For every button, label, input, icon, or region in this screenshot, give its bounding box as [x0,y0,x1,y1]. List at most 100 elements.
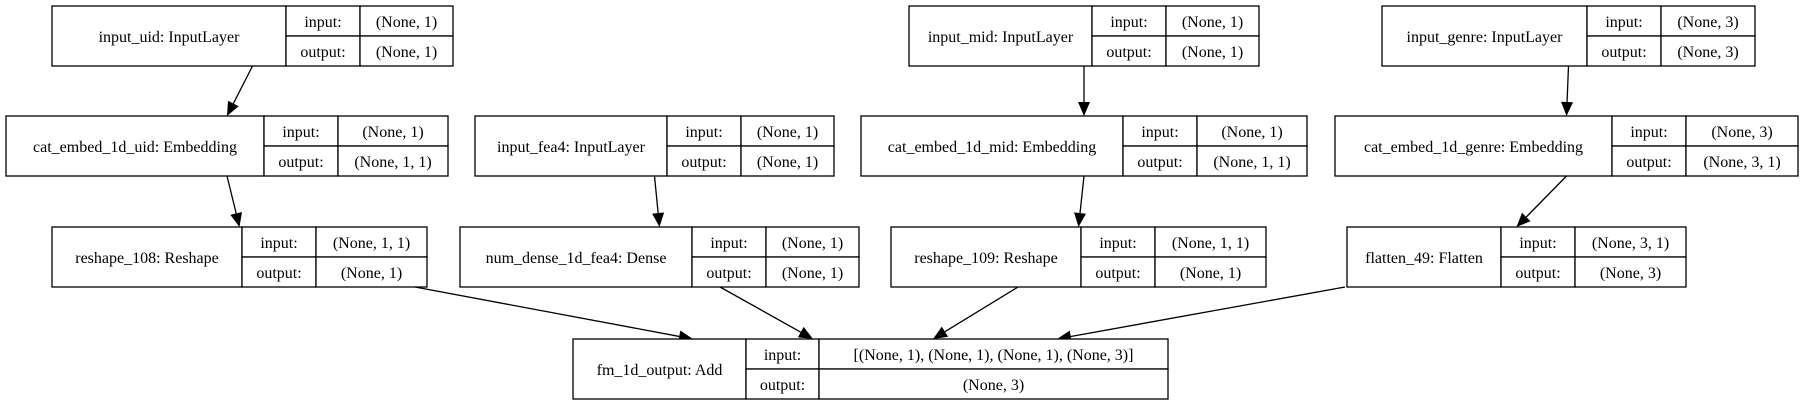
output-shape: (None, 3) [1677,44,1738,61]
input-shape-cell [1154,226,1267,258]
node-name-cell [890,226,1082,288]
output-label: output: [760,377,805,394]
output-label-cell [1586,35,1662,67]
output-shape: (None, 3) [1600,265,1661,282]
input-shape: (None, 1) [1182,14,1243,31]
input-shape: (None, 1) [1221,124,1282,141]
input-label-cell [1080,226,1156,258]
node-input-uid: input_uid: InputLayer input: output: (None,… [51,5,454,67]
input-label: input: [685,124,722,141]
edge-input-uid-to-cat-embed-1d-uid [227,65,254,116]
arrow-head-icon [1516,212,1531,227]
output-shape: (None, 3, 1) [1703,154,1780,171]
node-name-cell [5,115,265,177]
output-shape-cell [765,256,860,288]
output-label-cell [1611,145,1687,177]
output-label: output: [1515,265,1560,282]
input-shape-cell [1574,226,1687,258]
input-label: input: [304,14,341,31]
node-name-cell [908,5,1093,67]
node-cat-embed-1d-genre: cat_embed_1d_genre: Embedding input: outpu… [1334,115,1799,177]
arrow-head-icon [227,100,239,116]
output-shape-cell [337,145,449,177]
edge-input-fea4-to-num-dense-1d-fea4 [652,175,665,227]
node-name-cell [474,115,668,177]
output-shape: (None, 1) [376,44,437,61]
output-shape: (None, 3) [963,377,1024,394]
output-shape: (None, 1) [1182,44,1243,61]
node-name: reshape_108: Reshape [75,250,219,267]
output-shape-cell [1196,145,1308,177]
output-label: output: [256,265,301,282]
input-label: input: [1141,124,1178,141]
node-name: cat_embed_1d_genre: Embedding [1364,139,1583,156]
node-name-cell [51,226,243,288]
node-name-cell [459,226,693,288]
input-shape: (None, 3, 1) [1592,235,1669,252]
arrow-head-icon [933,326,949,339]
input-label: input: [1630,124,1667,141]
input-label-cell [666,115,742,147]
node-input-mid: input_mid: InputLayerinput:output:(None,… [908,5,1260,67]
input-shape: (None, 1) [376,14,437,31]
output-label-cell [1122,145,1198,177]
node-name: input_uid: InputLayer [99,29,241,46]
arrow-head-icon [652,212,665,227]
input-shape: [(None, 1), (None, 1), (None, 1), (None,… [854,347,1134,364]
edge-reshape-109-to-fm-1d-output [933,286,1019,339]
node-name-cell [860,115,1124,177]
output-shape: (None, 1, 1) [354,154,431,171]
input-shape: (None, 1) [757,124,818,141]
input-label: input: [764,347,801,364]
edge-cat-embed-1d-uid-to-reshape-108 [226,175,242,227]
input-shape-cell [765,226,860,258]
input-label: input: [260,235,297,252]
input-label: input: [1110,14,1147,31]
output-label-cell [263,145,339,177]
output-shape-cell [1574,256,1687,288]
input-shape: (None, 1, 1) [333,235,410,252]
input-label: input: [1519,235,1556,252]
output-label: output: [1095,265,1140,282]
output-label: output: [1626,154,1671,171]
output-label: output: [300,44,345,61]
output-label: output: [1137,154,1182,171]
output-label: output: [1106,44,1151,61]
output-shape-cell [1154,256,1267,288]
input-label: input: [1099,235,1136,252]
arrow-head-icon [1561,101,1574,116]
arrow-head-icon [797,326,813,339]
output-shape: (None, 1) [341,265,402,282]
output-shape: (None, 1) [782,265,843,282]
output-label-cell [1091,35,1167,67]
input-shape-cell [337,115,449,147]
output-shape-cell [1685,145,1799,177]
node-reshape-108: reshape_108: Reshape input: output: (None, … [51,226,428,288]
output-label: output: [681,154,726,171]
edge-cat-embed-1d-genre-to-flatten-49 [1516,175,1567,227]
edge-input-mid-to-cat-embed-1d-mid [1078,66,1090,116]
node-name-cell [51,5,287,67]
input-label: input: [1605,14,1642,31]
node-name: cat_embed_1d_mid: Embedding [888,139,1096,156]
arrow-head-icon [1074,212,1086,227]
output-shape-cell [1165,35,1260,67]
node-name: reshape_109: Reshape [914,250,1058,267]
output-shape-cell [315,256,428,288]
input-label: input: [282,124,319,141]
node-cat-embed-1d-mid: cat_embed_1d_mid: Embedding input: output:… [860,115,1308,177]
output-shape-cell [1660,35,1756,67]
node-name-cell [1381,5,1588,67]
input-shape: (None, 3) [1677,14,1738,31]
output-label: output: [1601,44,1646,61]
input-shape: (None, 1, 1) [1172,235,1249,252]
input-label: input: [710,235,747,252]
output-label: output: [706,265,751,282]
output-shape: (None, 1) [1180,265,1241,282]
node-input-genre: input_genre: InputLayerinput:output:(Non… [1381,5,1756,67]
nodes: input_uid: InputLayer input: output: (None,… [5,5,1799,400]
input-label-cell [1091,5,1167,37]
output-label-cell [1080,256,1156,288]
